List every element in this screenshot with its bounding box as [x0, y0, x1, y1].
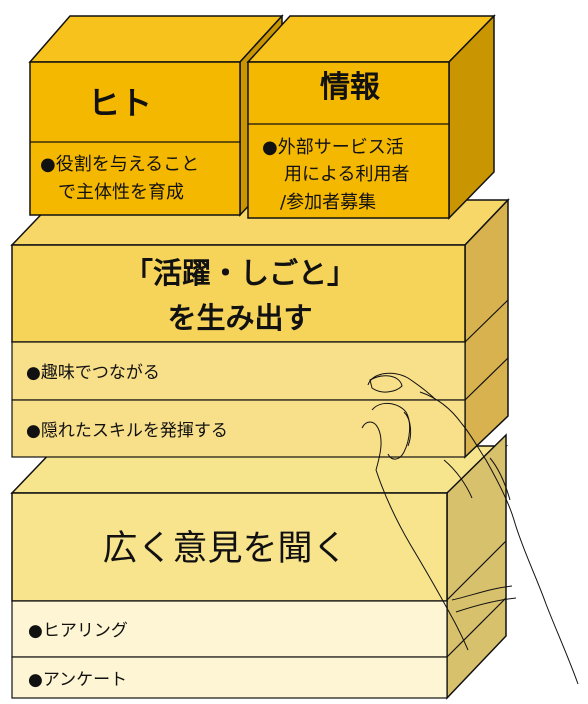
- block-joho-front-face: [247, 61, 450, 219]
- block-katsuyaku-side-line: [464, 299, 509, 343]
- hand-sketch-illustration: [361, 372, 579, 685]
- block-hito-top-face: [28, 15, 284, 63]
- arm-outline: [419, 391, 579, 685]
- block-joho-desc: ●外部サービス活: [262, 137, 404, 158]
- block-katsuyaku-side-line: [464, 357, 509, 401]
- block-hito-title: ヒト: [88, 84, 152, 122]
- cuff-outline: [451, 585, 513, 601]
- block-iken-title: 広く意見を聞く: [102, 529, 347, 569]
- block-katsuyaku-item: ●趣味でつながる: [26, 363, 160, 383]
- block-iken-item: ●ヒアリング: [28, 621, 128, 641]
- hand-outline: [369, 375, 403, 393]
- arm-outline: [443, 459, 473, 499]
- block-iken: 広く意見を聞く ●ヒアリング ●アンケート: [10, 433, 509, 700]
- block-katsuyaku-item-band: [11, 399, 466, 458]
- block-iken-side-line: [446, 540, 507, 601]
- block-iken-front-face: [11, 492, 448, 602]
- arm-outline: [375, 469, 469, 651]
- block-iken-side-line: [446, 597, 507, 658]
- sleeve-outline: [489, 457, 511, 501]
- block-iken-item-band: [11, 600, 448, 658]
- block-katsuyaku-title: 「活躍・しごと」: [124, 256, 356, 290]
- block-hito: ヒト ●役割を与えること で主体性を育成: [28, 14, 284, 217]
- block-katsuyaku-side-face: [464, 198, 509, 459]
- block-joho-title: 情報: [320, 70, 381, 105]
- block-katsuyaku-front-face: [11, 244, 466, 343]
- block-iken-item: ●アンケート: [28, 670, 127, 690]
- hand-outline: [403, 411, 412, 447]
- hand-outline: [367, 372, 437, 401]
- block-hito-desc: で主体性を育成: [58, 182, 184, 203]
- hand-outline: [371, 403, 411, 460]
- block-hito-desc: ●役割を与えること: [40, 154, 199, 175]
- block-katsuyaku: 「活躍・しごと」 を生み出す ●趣味でつながる ●隠れたスキルを発揮する: [10, 198, 510, 459]
- block-katsuyaku-item: ●隠れたスキルを発揮する: [26, 421, 228, 441]
- block-hito-front-face: [29, 61, 241, 216]
- block-katsuyaku-title: を生み出す: [167, 301, 312, 335]
- block-joho: 情報 ●外部サービス活 用による利用者 /参加者募集: [246, 14, 496, 220]
- block-iken-item-band: [11, 656, 448, 699]
- cuff-outline: [455, 597, 517, 613]
- block-joho-desc: 用による利用者: [284, 164, 409, 185]
- block-joho-desc: /参加者募集: [280, 192, 376, 213]
- hand-outline: [361, 421, 382, 471]
